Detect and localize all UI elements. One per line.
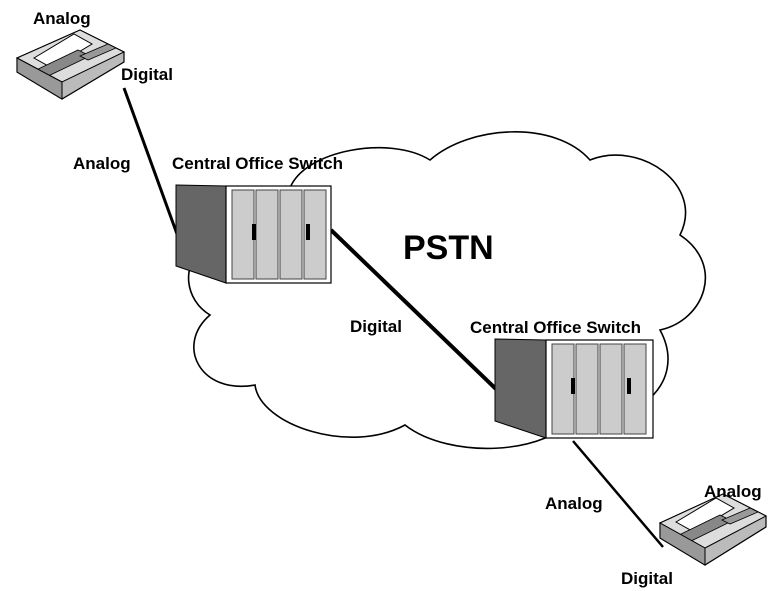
fax-machine-top-icon <box>15 29 126 100</box>
pstn-label: PSTN <box>403 229 494 267</box>
central-office-switch-left <box>175 184 332 284</box>
bottom-fax-analog-label: Analog <box>704 482 762 501</box>
bottom-link-analog-label: Analog <box>545 494 603 513</box>
trunk-digital-label: Digital <box>350 317 402 336</box>
top-link-analog-label: Analog <box>73 154 131 173</box>
top-fax-analog-label: Analog <box>33 9 91 28</box>
bottom-fax-digital-label: Digital <box>621 569 673 588</box>
bottom-analog-line <box>572 440 664 548</box>
switch-right-label: Central Office Switch <box>470 318 641 337</box>
fax-machine-bottom-icon <box>658 493 768 566</box>
switch-left-label: Central Office Switch <box>172 154 343 173</box>
top-fax-digital-label: Digital <box>121 65 173 84</box>
top-analog-line <box>122 87 179 235</box>
digital-trunk-line <box>329 228 499 392</box>
central-office-switch-right <box>494 338 654 439</box>
